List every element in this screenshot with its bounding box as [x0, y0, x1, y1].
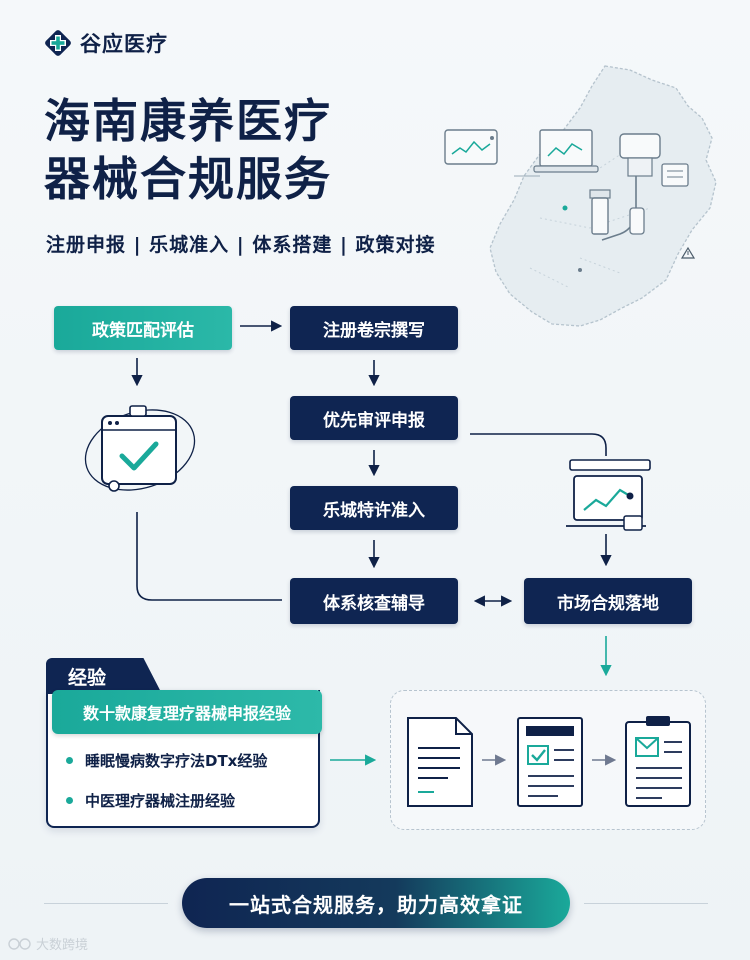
printer-device-icon	[661, 163, 689, 187]
therapy-bottle-icon	[589, 189, 611, 235]
watermark: 大数跨境	[8, 934, 88, 953]
medical-cross-icon	[45, 30, 71, 56]
scanner-device-icon	[601, 133, 661, 241]
certificate-clipboard-icon	[625, 716, 691, 807]
checked-form-icon	[517, 717, 583, 807]
divider-left	[44, 903, 168, 904]
flow-node-system-guidance: 体系核查辅导	[290, 578, 458, 624]
flow-node-policy-match: 政策匹配评估	[54, 306, 232, 350]
analytics-monitor-icon	[566, 459, 651, 531]
experience-tab: 经验	[46, 658, 162, 694]
experience-item-text: 睡眠慢病数字疗法DTx经验	[85, 752, 268, 770]
flow-node-lecheng-access: 乐城特许准入	[290, 486, 458, 530]
experience-headline: 数十款康复理疗器械申报经验	[52, 690, 322, 734]
experience-item: 睡眠慢病数字疗法DTx经验	[66, 750, 267, 771]
page-subtitle: 注册申报 | 乐城准入 | 体系搭建 | 政策对接	[46, 234, 436, 256]
hainan-map-illustration	[444, 65, 717, 327]
bullet-dot-icon	[66, 757, 73, 764]
title-line-1: 海南康养医疗	[44, 94, 332, 148]
brand-name: 谷应医疗	[80, 32, 168, 56]
slogan-banner: 一站式合规服务，助力高效拿证	[182, 878, 570, 928]
watermark-logo-icon	[8, 937, 31, 950]
title-line-2: 器械合规服务	[44, 152, 332, 206]
warning-icon	[680, 246, 696, 259]
monitor-device-icon	[444, 129, 498, 165]
page-title: 海南康养医疗 器械合规服务	[44, 92, 332, 208]
experience-item: 中医理疗器械注册经验	[66, 790, 235, 811]
flow-node-priority-review: 优先审评申报	[290, 396, 458, 440]
watermark-text: 大数跨境	[36, 938, 89, 953]
flow-node-market-landing: 市场合规落地	[524, 578, 692, 624]
laptop-device-icon	[533, 129, 599, 173]
divider-right	[584, 903, 708, 904]
bullet-dot-icon	[66, 797, 73, 804]
experience-item-text: 中医理疗器械注册经验	[85, 792, 236, 810]
document-icon	[407, 717, 473, 807]
check-window-icon	[84, 405, 196, 492]
flow-node-dossier-writing: 注册卷宗撰写	[290, 306, 458, 350]
brand: 谷应医疗	[44, 28, 168, 58]
